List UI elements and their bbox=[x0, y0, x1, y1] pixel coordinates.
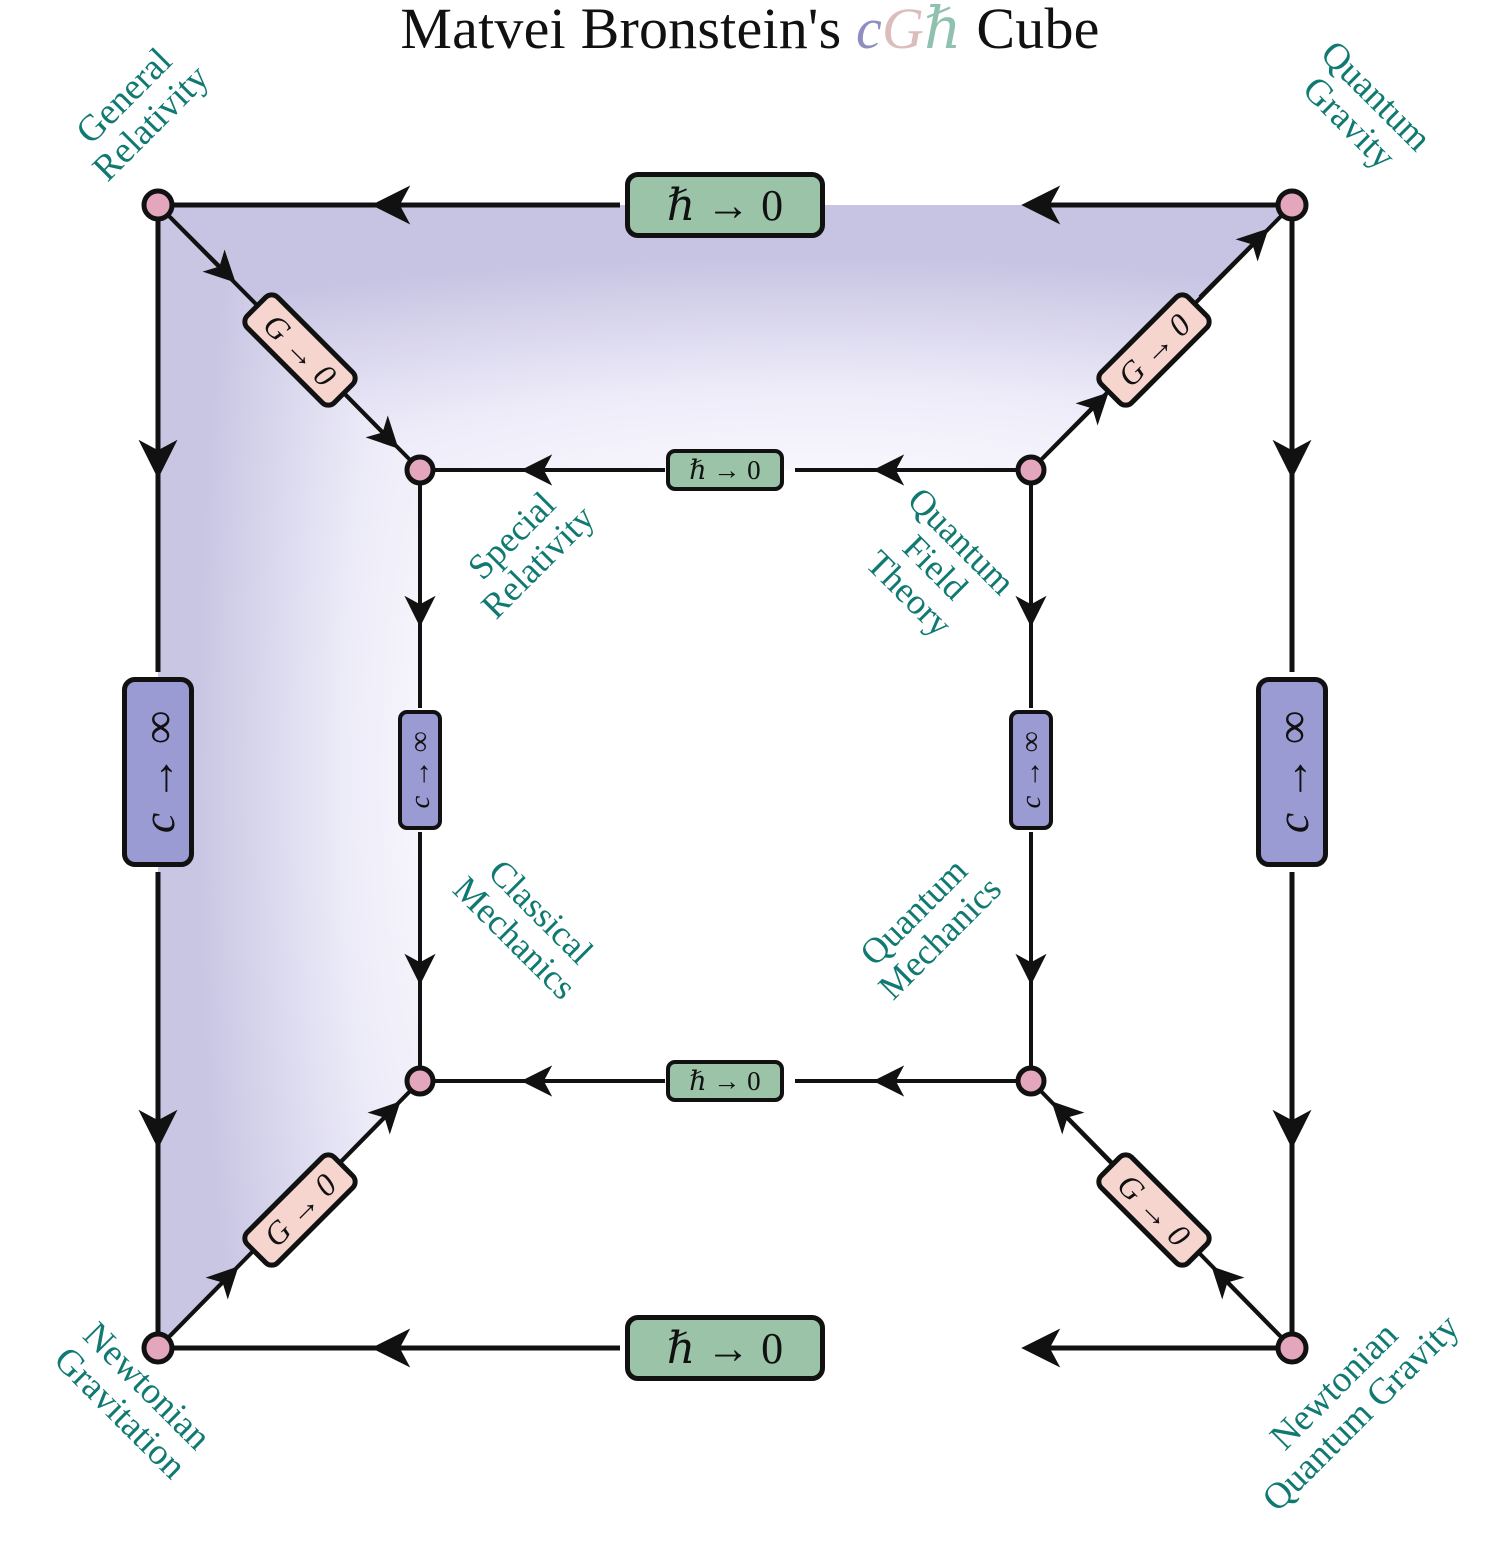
vertex-dot-newtonian-quantum-gravity[interactable] bbox=[1275, 1331, 1309, 1365]
edge-diag-top-right-arrow-b bbox=[1198, 228, 1269, 299]
title-symbol-hbar: ℏ bbox=[924, 0, 962, 61]
title-prefix: Matvei Bronstein's bbox=[400, 0, 842, 61]
page-title: Matvei Bronstein's cGℏ Cube bbox=[0, 0, 1500, 62]
vertex-dot-quantum-mechanics[interactable] bbox=[1015, 1065, 1047, 1097]
edge-label-text: ℏ → 0 bbox=[689, 1065, 761, 1096]
vertex-dot-quantum-field-theory[interactable] bbox=[1015, 454, 1047, 486]
edge-label-right-inner-cinf[interactable]: c → ∞ bbox=[1009, 710, 1053, 830]
edge-label-text: c → ∞ bbox=[1266, 710, 1318, 834]
cube-face-left bbox=[158, 205, 420, 1348]
edge-label-text: ℏ → 0 bbox=[666, 180, 784, 230]
edge-label-text: c → ∞ bbox=[403, 731, 436, 809]
edge-label-text: ℏ → 0 bbox=[666, 1323, 784, 1373]
edge-diag-bottom-left-arrow-a bbox=[168, 1266, 239, 1338]
cube-face-top bbox=[158, 205, 1292, 470]
edge-diag-top-right-arrow-a bbox=[1041, 392, 1109, 460]
edge-label-left-inner-cinf[interactable]: c → ∞ bbox=[398, 710, 442, 830]
edge-diag-bottom-right-arrow-a bbox=[1211, 1266, 1282, 1338]
title-symbol-G: G bbox=[882, 0, 925, 61]
edge-label-text: c → ∞ bbox=[132, 710, 184, 834]
edge-label-top-inner-hbar[interactable]: ℏ → 0 bbox=[666, 449, 784, 491]
edge-label-bottom-outer-hbar[interactable]: ℏ → 0 bbox=[625, 1315, 825, 1381]
vertex-dot-quantum-gravity[interactable] bbox=[1275, 188, 1309, 222]
title-symbol-c: c bbox=[856, 0, 882, 61]
edge-label-text: ℏ → 0 bbox=[689, 454, 761, 485]
vertex-dot-newtonian-gravitation[interactable] bbox=[141, 1331, 175, 1365]
edge-label-bottom-inner-hbar[interactable]: ℏ → 0 bbox=[666, 1060, 784, 1102]
edge-label-right-outer-cinf[interactable]: c → ∞ bbox=[1256, 677, 1328, 867]
vertex-dot-classical-mechanics[interactable] bbox=[404, 1065, 436, 1097]
edge-diag-top-left-arrow-a bbox=[168, 215, 236, 283]
vertex-dot-special-relativity[interactable] bbox=[404, 454, 436, 486]
edge-label-left-outer-cinf[interactable]: c → ∞ bbox=[122, 677, 194, 867]
edge-label-top-outer-hbar[interactable]: ℏ → 0 bbox=[625, 172, 825, 238]
title-suffix: Cube bbox=[976, 0, 1100, 61]
edge-label-text: c → ∞ bbox=[1014, 731, 1047, 809]
vertex-dot-general-relativity[interactable] bbox=[141, 188, 175, 222]
